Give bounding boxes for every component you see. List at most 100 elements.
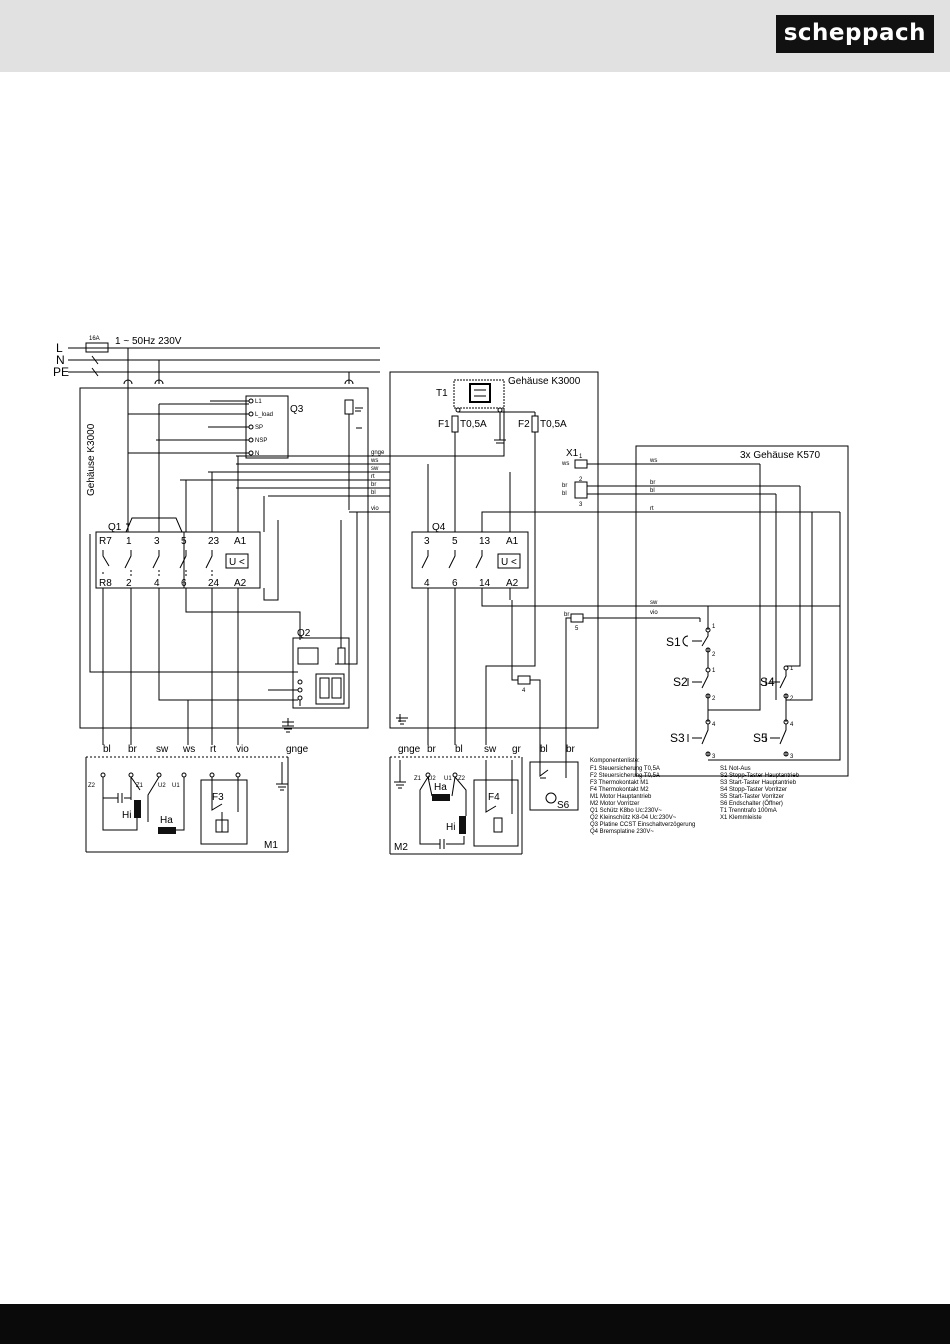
q1-top-1: 1 (126, 536, 132, 547)
m2-label: M2 (394, 842, 408, 853)
q4-top-a1: A1 (506, 536, 519, 547)
m2-ha-winding (432, 794, 450, 801)
m2-wire-gr: gr (512, 744, 522, 755)
legend-m2: M2 Motor Vorritzer (590, 801, 639, 807)
s6-limit-switch: S6 (529, 745, 579, 811)
f3-label: F3 (212, 792, 224, 803)
q1-bot-4: 4 (154, 578, 160, 589)
x1-num-4: 4 (522, 688, 526, 694)
m2-u2: U2 (428, 776, 436, 782)
m2-wire-br: br (427, 744, 437, 755)
m1-wire-gnge: gnge (286, 744, 309, 755)
legend-s6: S6 Endschalter (Öffner) (720, 800, 783, 807)
x1-wire-br: br (562, 483, 567, 489)
x1-num-2: 2 (579, 477, 583, 483)
f2-label: F2 (518, 419, 530, 430)
x1-wire-ws: ws (561, 461, 569, 467)
rbus-br: br (650, 480, 655, 486)
s2-label: S2 (673, 675, 688, 689)
q3-board: Q3 L1 L_load SP NSP N (128, 395, 304, 459)
left-bus: gnge ws sw rt br bl vio (180, 450, 390, 513)
sw-num-6: 3 (712, 754, 716, 760)
sw-num-5: 4 (712, 722, 716, 728)
t1-label: T1 (436, 388, 448, 399)
m2-hi-label: Hi (446, 822, 455, 833)
bus-sw: sw (371, 466, 379, 472)
q4-top-3: 3 (424, 536, 430, 547)
main-fuse-label: 16A (89, 336, 100, 342)
q1-contactor: Q1 R7 1 3 5 23 A1 R8 2 4 6 24 A2 U < (95, 517, 261, 589)
q3-pin-n: N (255, 451, 259, 457)
q1-top-a1: A1 (234, 536, 247, 547)
line-label-n: N (56, 353, 65, 367)
sw-num-1: 1 (712, 624, 716, 630)
m1-wire-bl: bl (103, 744, 111, 755)
m1-hi-label: Hi (122, 810, 131, 821)
q1-coil-label: U < (229, 557, 245, 568)
sw-num-8: 2 (790, 696, 794, 702)
middle-housing (389, 371, 599, 729)
q3-pin-l1: L1 (255, 399, 262, 405)
line-label-l: L (56, 341, 63, 355)
m2-wire-bl: bl (455, 744, 463, 755)
legend-s1: S1 Not-Aus (720, 766, 751, 772)
x1-wire-br2: br (564, 612, 569, 618)
q1-top-5: 5 (181, 536, 187, 547)
m1-u2: U2 (158, 783, 166, 789)
q1-bot-24: 24 (208, 578, 220, 589)
x1-label: X1 (566, 448, 579, 459)
legend-m1: M1 Motor Hauptantrieb (590, 794, 652, 800)
bus-rt: rt (371, 474, 375, 480)
legend-q4: Q4 Bremsplatine 230V~ (590, 829, 654, 835)
f1-label: F1 (438, 419, 450, 430)
f2-value: T0,5A (540, 419, 567, 430)
q4-board: Q4 3 5 13 A1 4 6 14 A2 U < (411, 522, 529, 589)
bus-gnge: gnge (371, 450, 385, 456)
legend-s4: S4 Stopp-Taster Vorritzer (720, 787, 787, 793)
legend-f1: F1 Steuersicherung T0,5A (590, 766, 660, 772)
legend-q2: Q2 Kleinschütz K8-04 Uc:230V~ (590, 815, 677, 821)
brand-logo: scheppach (775, 15, 934, 53)
bus-bl: bl (371, 490, 376, 496)
q3-pin-sp: SP (255, 425, 263, 431)
q4-bot-a2: A2 (506, 578, 519, 589)
f1-value: T0,5A (460, 419, 487, 430)
q2-contactor: Q2 (188, 512, 358, 709)
m1-u1: U1 (172, 783, 180, 789)
middle-housing-label: Gehäuse K3000 (508, 376, 581, 387)
x1-num-5: 5 (575, 626, 579, 632)
m2-wire-gnge: gnge (398, 744, 421, 755)
q1-bot-a2: A2 (234, 578, 247, 589)
q1-coil (225, 553, 249, 569)
legend-s3: S3 Start-Taster Hauptantrieb (720, 780, 797, 786)
rbus-ws: ws (649, 458, 657, 464)
q4-bot-6: 6 (452, 578, 458, 589)
m1-wire-vio: vio (236, 744, 249, 755)
sw-num-7: 1 (790, 666, 794, 672)
m1-label: M1 (264, 840, 278, 851)
q3-pin-lload: L_load (255, 412, 273, 418)
m2-hi-winding (459, 816, 466, 834)
q4-coil (497, 553, 521, 569)
legend-t1: T1 Trenntrafo 100mA (720, 808, 777, 814)
bus-ws: ws (370, 458, 378, 464)
legend-f4: F4 Thermokontakt M2 (590, 787, 649, 793)
m2-wire-bl2: bl (540, 744, 548, 755)
sw-num-3: 1 (712, 668, 716, 674)
rbus-rt: rt (650, 506, 654, 512)
q3-label: Q3 (290, 404, 304, 415)
sw-num-10: 3 (790, 754, 794, 760)
m2-ha-label: Ha (434, 782, 447, 793)
q1-bot-6: 6 (181, 578, 187, 589)
q1-label: Q1 (108, 522, 122, 533)
m1-hi-winding (134, 800, 141, 818)
s5-label: S5 (753, 731, 768, 745)
m1-wire-ws: ws (182, 744, 195, 755)
legend-title: Komponentenliste: (590, 758, 640, 764)
main-fuse (85, 342, 109, 353)
q1-bot-r8: R8 (99, 578, 112, 589)
m1-ha-winding (158, 827, 176, 834)
m2-wire-sw: sw (484, 744, 497, 755)
m2-wire-br2: br (566, 744, 576, 755)
bus-br: br (371, 482, 376, 488)
